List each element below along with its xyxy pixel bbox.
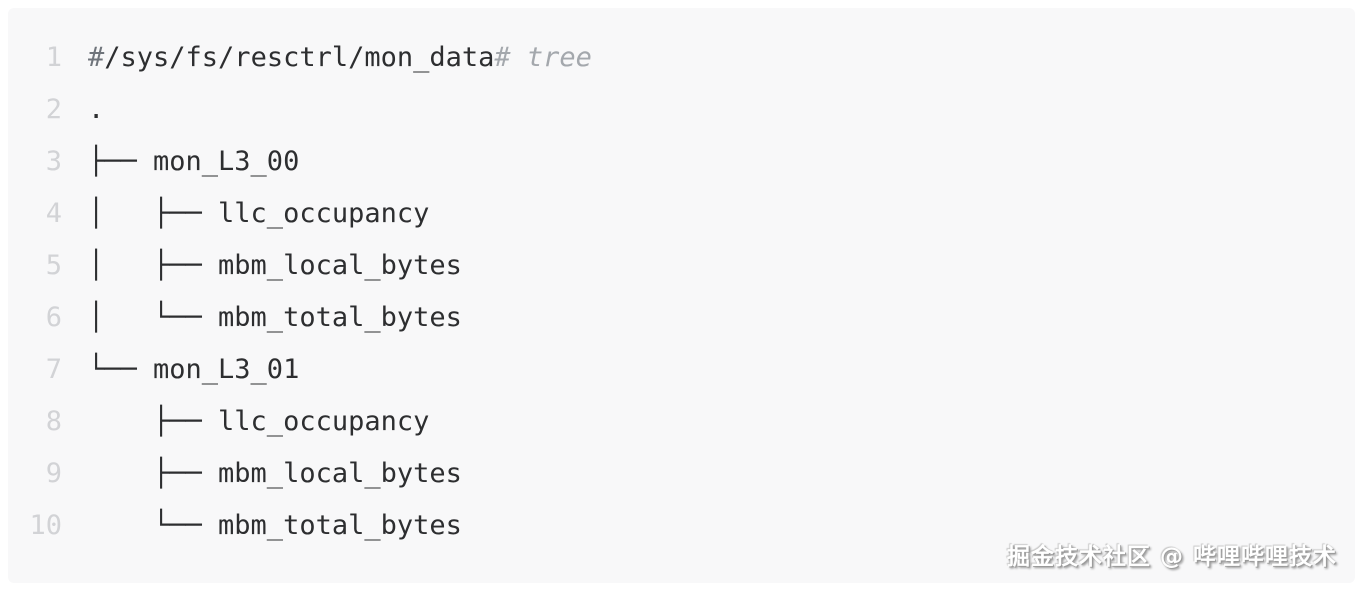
code-segment-code: │ └── mbm_total_bytes: [88, 302, 462, 333]
code-line: 7 └── mon_L3_01: [8, 344, 1355, 396]
code-line: 6 │ └── mbm_total_bytes: [8, 292, 1355, 344]
code-segment-code: /sys/fs/resctrl/mon_data: [104, 42, 495, 73]
line-number: 2: [45, 94, 62, 125]
code-line: 4 │ ├── llc_occupancy: [8, 188, 1355, 240]
line-number: 1: [45, 42, 62, 73]
code-segment-comment: # tree: [494, 42, 592, 73]
code-block: 1 #/sys/fs/resctrl/mon_data# tree 2 . 3 …: [8, 8, 1355, 583]
code-line: 2 .: [8, 84, 1355, 136]
code-segment-code: ├── mon_L3_00: [88, 146, 300, 177]
code-lines: 1 #/sys/fs/resctrl/mon_data# tree 2 . 3 …: [8, 8, 1355, 552]
watermark: 掘金技术社区 @ 哔哩哔哩技术: [1006, 544, 1337, 570]
code-segment-code: └── mon_L3_01: [88, 354, 300, 385]
code-segment-code: ├── llc_occupancy: [88, 406, 430, 437]
line-content: #/sys/fs/resctrl/mon_data# tree: [62, 32, 592, 84]
line-content: .: [62, 84, 104, 136]
line-content: ├── mbm_local_bytes: [62, 448, 462, 500]
line-number: 5: [45, 250, 62, 281]
line-number: 3: [45, 146, 62, 177]
code-line: 1 #/sys/fs/resctrl/mon_data# tree: [8, 32, 1355, 84]
code-segment-code: ├── mbm_local_bytes: [88, 458, 462, 489]
line-content: ├── mon_L3_00: [62, 136, 299, 188]
line-number: 9: [45, 458, 62, 489]
line-content: └── mon_L3_01: [62, 344, 299, 396]
line-content: └── mbm_total_bytes: [62, 500, 462, 552]
line-number: 7: [45, 354, 62, 385]
line-content: │ ├── llc_occupancy: [62, 188, 429, 240]
code-line: 5 │ ├── mbm_local_bytes: [8, 240, 1355, 292]
line-number: 10: [29, 510, 62, 541]
code-segment-code: │ ├── mbm_local_bytes: [88, 250, 462, 281]
code-line: 9 ├── mbm_local_bytes: [8, 448, 1355, 500]
code-line: 10 └── mbm_total_bytes: [8, 500, 1355, 552]
line-content: │ └── mbm_total_bytes: [62, 292, 462, 344]
code-segment-prompt: #: [88, 42, 105, 73]
code-segment-code: .: [88, 94, 105, 125]
code-segment-code: │ ├── llc_occupancy: [88, 198, 430, 229]
line-content: │ ├── mbm_local_bytes: [62, 240, 462, 292]
code-line: 3 ├── mon_L3_00: [8, 136, 1355, 188]
code-segment-code: └── mbm_total_bytes: [88, 510, 462, 541]
line-number: 4: [45, 198, 62, 229]
line-content: ├── llc_occupancy: [62, 396, 429, 448]
line-number: 6: [45, 302, 62, 333]
line-number: 8: [45, 406, 62, 437]
code-line: 8 ├── llc_occupancy: [8, 396, 1355, 448]
